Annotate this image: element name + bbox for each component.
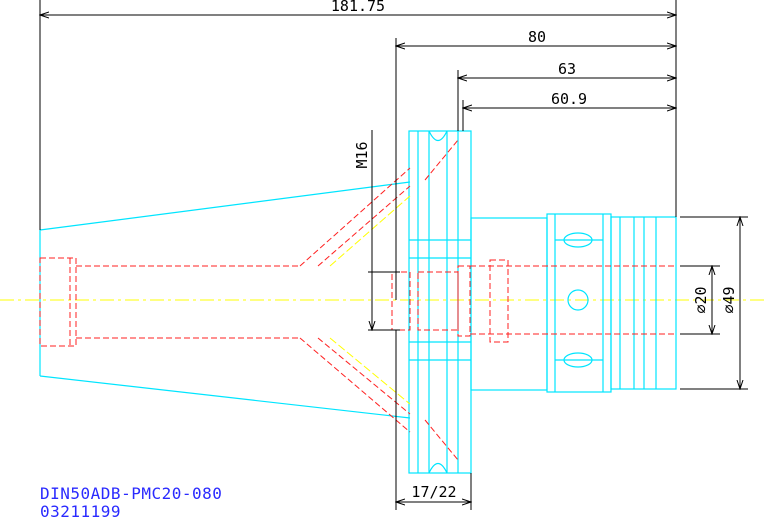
hidden-lines: [39, 139, 676, 461]
dim-length-80: 80: [528, 28, 546, 46]
tool-body: [470, 213, 677, 393]
part-number: 03211199: [40, 502, 122, 521]
taper-construction-lines: [329, 195, 411, 405]
dim-overall-length: 181.75: [331, 0, 385, 15]
part-name: DIN50ADB-PMC20-080: [40, 484, 223, 503]
dim-length-63: 63: [558, 60, 576, 78]
dim-thread: M16: [353, 141, 371, 168]
dimensions: 181.75 80 63 60.9 M16 17/22 ⌀20 ⌀49: [40, 0, 748, 510]
dim-flange-width: 17/22: [411, 483, 456, 501]
dim-length-60-9: 60.9: [551, 90, 587, 108]
dim-bore-diameter: ⌀20: [692, 286, 710, 313]
dim-outer-diameter: ⌀49: [720, 286, 738, 313]
